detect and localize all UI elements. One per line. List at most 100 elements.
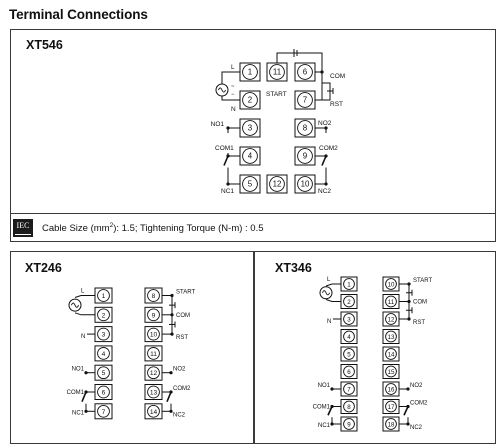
relay-contact-2-icon — [321, 154, 328, 175]
label-no2: NO2 — [410, 383, 423, 389]
reset-button-icon — [169, 314, 176, 335]
terminal-screw — [385, 313, 397, 325]
label-nc1: NC1 — [72, 410, 85, 416]
label-n: N — [81, 334, 85, 340]
junction-dot — [330, 387, 334, 391]
terminal-2: 2 — [94, 306, 113, 323]
terminal-8: 8 — [144, 287, 163, 304]
terminal-number: 10 — [301, 180, 310, 189]
junction-dot — [84, 371, 88, 375]
terminal-screw — [147, 385, 160, 399]
wire — [74, 312, 95, 316]
terminal-14: 14 — [144, 403, 163, 420]
terminal-number: 12 — [273, 180, 282, 189]
terminal-number: 1 — [102, 293, 106, 300]
label-nc2: NC2 — [173, 412, 186, 418]
terminal-screw — [385, 400, 397, 413]
terminal-5: 5 — [340, 346, 358, 362]
label-rst: RST — [176, 335, 188, 341]
terminal-6: 6 — [94, 384, 113, 400]
ac-source-icon — [68, 298, 82, 312]
ac-source-icon — [319, 286, 333, 300]
terminal-screw — [97, 404, 110, 418]
label-nc1: NC1 — [221, 188, 234, 195]
terminal-number: 8 — [303, 124, 308, 133]
terminal-10: 10 — [382, 276, 400, 292]
terminal-number: 14 — [150, 409, 158, 416]
terminal-screw — [242, 64, 258, 80]
junction-dot — [169, 371, 173, 375]
terminal-10: 10 — [144, 326, 163, 343]
terminal-screw — [385, 295, 397, 308]
push-button-icon — [291, 49, 298, 57]
contact-blade — [327, 406, 333, 416]
contact-pivot — [84, 390, 88, 394]
terminal-screw — [242, 148, 258, 164]
xt346-panel: XT346 — [254, 251, 496, 444]
junction-dot — [84, 409, 88, 413]
terminal-number: 5 — [248, 180, 253, 189]
terminal-6: 6 — [340, 364, 358, 379]
wire — [325, 299, 341, 302]
terminal-12: 12 — [382, 311, 400, 327]
xt246-panel: XT246 — [10, 251, 254, 444]
label-n: N — [327, 319, 331, 325]
terminal-screw — [97, 366, 110, 380]
terminal-screw — [242, 176, 258, 192]
terminal-screw — [147, 347, 160, 360]
label-com1: COM1 — [67, 390, 85, 396]
terminal-number: 11 — [150, 351, 157, 358]
terminal-number: 2 — [102, 312, 106, 319]
terminal-screw — [147, 308, 160, 322]
terminal-screw — [297, 92, 313, 108]
junction-dot — [406, 422, 410, 426]
terminal-12: 12 — [266, 174, 288, 194]
terminal-number: 2 — [248, 96, 252, 105]
contact-blade — [321, 155, 327, 166]
terminal-11: 11 — [266, 62, 288, 82]
terminal-8: 8 — [340, 399, 358, 414]
terminal-number: 8 — [347, 404, 351, 411]
terminal-screw — [343, 278, 355, 290]
terminal-screw — [343, 400, 355, 413]
ac-sine-wave — [70, 302, 80, 308]
terminal-10: 10 — [294, 174, 316, 194]
terminal-screw — [147, 404, 160, 418]
wire — [325, 283, 341, 287]
terminal-screw — [147, 366, 160, 380]
label-minus: − — [231, 92, 235, 98]
contact-pivot — [169, 390, 173, 394]
terminal-7: 7 — [294, 90, 316, 110]
terminal-screw — [343, 330, 355, 343]
junction-dot — [407, 317, 411, 321]
terminal-2: 2 — [340, 294, 358, 309]
terminal-number: 1 — [248, 68, 253, 77]
junction-dot — [330, 422, 334, 426]
terminal-number: 17 — [388, 404, 395, 411]
terminal-screw — [97, 385, 110, 399]
reset-button-icon — [327, 86, 334, 96]
terminal-number: 11 — [273, 68, 282, 77]
terminal-9: 9 — [340, 416, 358, 432]
terminal-screw — [97, 347, 110, 360]
terminal-9: 9 — [144, 306, 163, 323]
terminal-screw — [343, 418, 355, 430]
xt546-panel: XT546 — [10, 29, 496, 242]
label-l: L — [81, 289, 85, 295]
terminal-number: 13 — [150, 390, 158, 397]
terminal-number: 4 — [248, 152, 253, 161]
terminal-9: 9 — [294, 146, 316, 166]
terminal-2: 2 — [239, 90, 261, 110]
junction-dot — [226, 182, 230, 186]
terminal-screw — [147, 327, 160, 341]
label-start: START — [413, 278, 432, 284]
terminal-screw — [343, 313, 355, 325]
terminal-screw — [269, 176, 285, 192]
terminal-4: 4 — [94, 345, 113, 362]
cable-size-unit-sup: 2 — [109, 222, 114, 229]
terminal-number: 5 — [102, 370, 106, 377]
terminal-16: 16 — [382, 381, 400, 397]
terminal-1: 1 — [94, 287, 113, 304]
terminal-screw — [385, 418, 397, 430]
cable-spec-text: Cable Size (mm2): 1.5; Tightening Torque… — [42, 222, 264, 234]
